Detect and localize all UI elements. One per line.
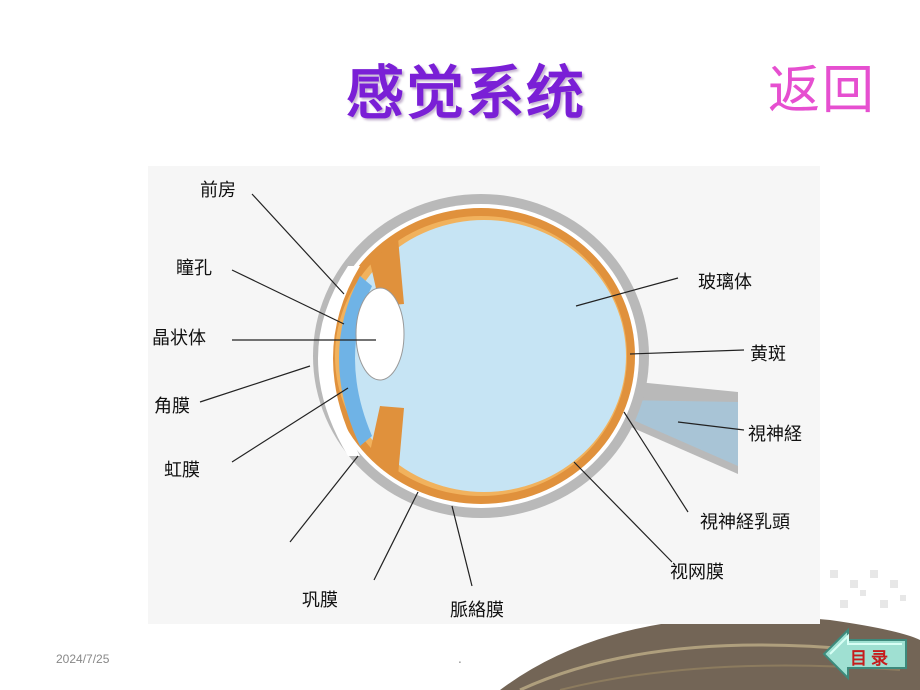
- cornea-shape: [339, 276, 372, 446]
- left-arrow-icon: [822, 627, 907, 681]
- slide-page-mark: .: [458, 652, 462, 666]
- toc-label: 目录: [850, 649, 892, 669]
- back-link[interactable]: 返回: [768, 61, 877, 121]
- leader-optic-disc: [623, 411, 689, 513]
- label-sclera: 巩膜: [302, 590, 338, 611]
- leader-cornea: [199, 365, 311, 403]
- page-title: 感觉系统: [346, 59, 587, 127]
- label-choroid: 脈絡膜: [450, 600, 504, 621]
- label-iris: 虹膜: [164, 460, 200, 481]
- eye-diagram: 前房 瞳孔 晶状体 角膜 虹膜 巩膜 脈絡膜 玻璃体 黄斑 視神経 視神経乳頭 …: [152, 180, 802, 621]
- optic-nerve-shape: [624, 400, 738, 466]
- leader-vitreous: [575, 277, 679, 307]
- leader-choroid: [451, 505, 473, 587]
- leader-anterior-chamber: [251, 193, 345, 295]
- vitreous-shape: [342, 220, 626, 492]
- label-optic-disc: 視神経乳頭: [700, 512, 790, 533]
- slide-date: 2024/7/25: [56, 652, 110, 666]
- leader-macula: [629, 349, 745, 355]
- label-anterior-chamber: 前房: [200, 180, 236, 201]
- leader-optic-nerve: [677, 421, 745, 431]
- iris-lower: [370, 406, 404, 476]
- lens-shape: [355, 287, 405, 381]
- toc-button[interactable]: 目录: [820, 624, 910, 684]
- leader-sclera-1: [289, 455, 359, 543]
- label-lens: 晶状体: [152, 328, 206, 349]
- label-macula: 黄斑: [750, 344, 786, 365]
- leader-retina: [573, 461, 673, 563]
- label-optic-nerve: 視神経: [748, 424, 802, 445]
- label-pupil: 瞳孔: [176, 258, 212, 279]
- leader-iris: [231, 387, 349, 463]
- label-retina: 视网膜: [670, 562, 724, 583]
- leader-pupil: [231, 269, 345, 325]
- label-vitreous: 玻璃体: [698, 272, 752, 293]
- leader-sclera-2: [373, 491, 419, 581]
- cornea-outer: [318, 266, 360, 456]
- label-cornea: 角膜: [154, 396, 190, 417]
